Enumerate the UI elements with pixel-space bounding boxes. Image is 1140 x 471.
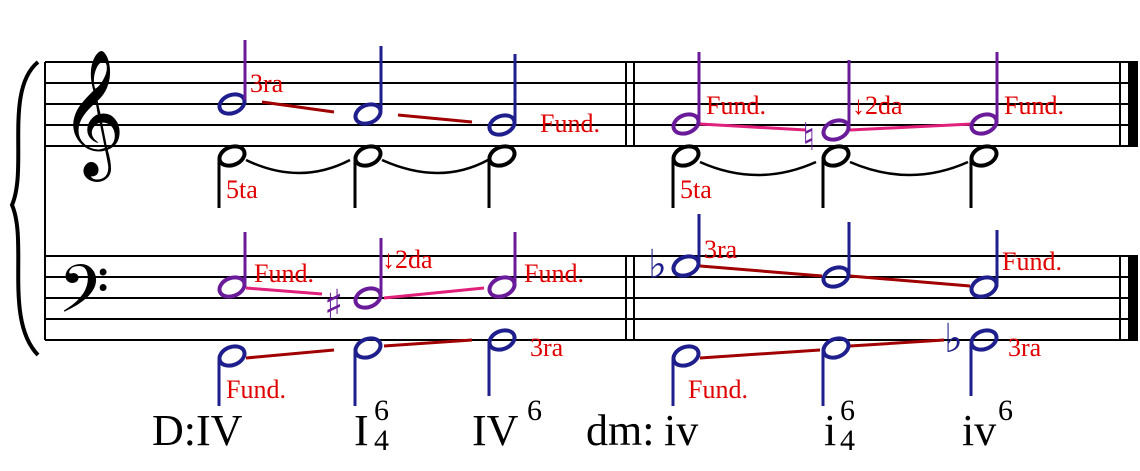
voice-line — [245, 348, 335, 360]
chord-numeral: IV — [472, 406, 519, 455]
voice-line — [699, 264, 823, 278]
roman-numeral-analysis: D: IV I 6 4 IV 6 dm: iv i 6 4 iv 6 — [152, 394, 1013, 457]
voice-line — [699, 348, 821, 360]
barlines — [44, 62, 1138, 340]
interval-label: 3ra — [250, 69, 284, 98]
interval-label: Fund. — [226, 375, 286, 404]
treble-alto-notes — [217, 144, 517, 208]
bass-clef-icon: 𝄢 — [58, 251, 109, 344]
voice-line — [849, 122, 973, 132]
interval-label: Fund. — [688, 375, 748, 404]
chord-numeral: iv — [962, 406, 996, 455]
treble-soprano-notes-m2 — [671, 52, 999, 142]
interval-label: Fund. — [524, 259, 584, 288]
interval-label: Fund. — [706, 91, 766, 120]
voice-line — [383, 338, 473, 348]
sharp-icon: ♯ — [324, 282, 343, 328]
interval-label: 3ra — [530, 333, 564, 362]
tie — [381, 158, 489, 175]
tie — [245, 158, 351, 175]
interval-label: 5ta — [680, 175, 712, 204]
interval-label: Fund. — [1004, 91, 1064, 120]
chord-numeral: iv — [664, 406, 698, 455]
voice-line — [699, 122, 807, 132]
bass-staff — [45, 255, 1138, 341]
voice-line — [245, 286, 323, 296]
voice-line — [261, 100, 335, 114]
flat-icon: ♭ — [648, 242, 667, 288]
bass-bass-notes — [217, 328, 517, 406]
interval-label: Fund. — [1002, 247, 1062, 276]
key-label: dm: — [586, 406, 654, 455]
chord-numeral: i — [824, 406, 836, 455]
chord-numeral: IV — [196, 406, 243, 455]
interval-label: 3ra — [704, 235, 738, 264]
key-label: D: — [152, 406, 196, 455]
figure-top: 6 — [374, 394, 389, 427]
voice-line — [849, 274, 971, 288]
interval-label: Fund. — [540, 109, 600, 138]
figure-top: 6 — [840, 394, 855, 427]
figure-bottom: 4 — [840, 424, 855, 457]
voice-line — [397, 113, 473, 124]
flat-icon: ♭ — [944, 316, 963, 362]
interval-label: ↓2da — [382, 245, 433, 274]
chord-numeral: I — [354, 406, 369, 455]
voice-line — [849, 338, 945, 348]
figure-bottom: 4 — [374, 424, 389, 457]
tie — [699, 160, 817, 177]
natural-icon: ♮ — [802, 115, 816, 159]
voice-line — [383, 286, 485, 300]
interval-label: ↓2da — [852, 91, 903, 120]
bass-tenor-notes — [217, 232, 517, 310]
bass-bass-notes-m2 — [671, 328, 999, 406]
bass-tenor-notes-m2 — [671, 214, 999, 299]
interval-label: 5ta — [226, 175, 258, 204]
brace — [9, 60, 40, 357]
figure-top: 6 — [527, 394, 542, 427]
treble-alto-notes-m2 — [671, 144, 999, 208]
treble-clef-icon: 𝄞 — [60, 48, 125, 182]
interval-label: Fund. — [254, 259, 314, 288]
treble-soprano-notes — [217, 40, 517, 137]
figure-top: 6 — [998, 394, 1013, 427]
interval-label: 3ra — [1008, 333, 1042, 362]
tie — [849, 160, 969, 177]
